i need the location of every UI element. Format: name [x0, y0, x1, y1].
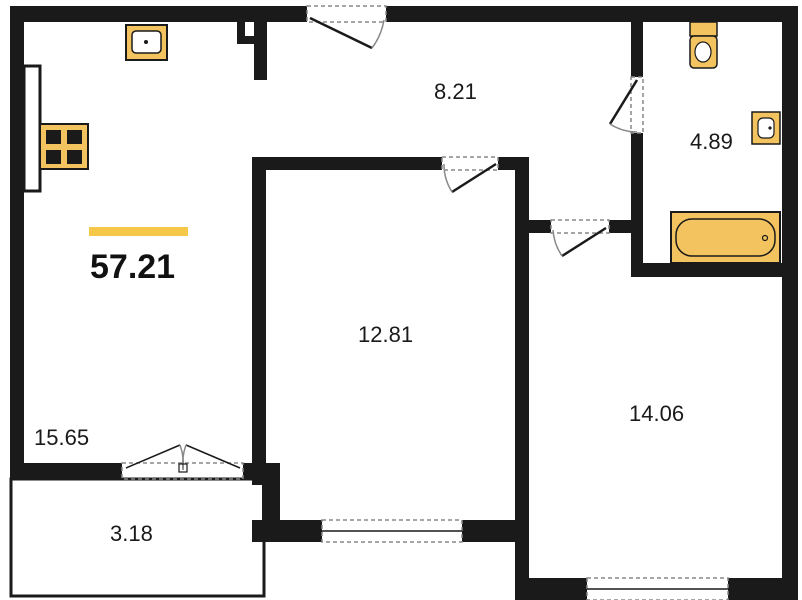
bath-door-arc [609, 123, 638, 133]
wall-top-left [10, 6, 307, 22]
wall-living-bottom-left [10, 463, 122, 479]
wall-entry-stub [254, 22, 267, 80]
total-area-accent-bar [89, 227, 188, 236]
entrance-door-frame [306, 5, 387, 23]
wall-corridor-right [609, 220, 643, 233]
room-area-balcony: 3.18 [110, 521, 153, 546]
wall-right-bottom-left [515, 578, 587, 600]
wall-corridor-left [515, 220, 551, 233]
balcony-door-handle [178, 463, 188, 473]
room-area-living-kitchen: 15.65 [34, 425, 89, 450]
bathroom-sink-icon [751, 111, 781, 145]
wall-mid-right [515, 157, 529, 600]
entrance-door-leaf [309, 16, 373, 50]
kitchen-sink-icon [125, 24, 168, 61]
wall-entry-hook-bottom [237, 36, 259, 44]
room-area-bedroom-middle: 12.81 [358, 322, 413, 347]
doors [121, 5, 729, 600]
wall-entry-hook [237, 22, 245, 44]
balcony-outline [9, 477, 266, 598]
wall-left-upper [10, 6, 24, 468]
wall-right-bottom-right [728, 578, 798, 600]
right-door-frame [550, 219, 610, 234]
wall-mid-top-left [252, 157, 442, 170]
wall-bath-left-top [631, 22, 643, 77]
wall-window-left [22, 64, 42, 193]
room-area-hallway: 8.21 [434, 79, 477, 104]
wall-mid-lower [262, 479, 280, 542]
wall-bath-left-bottom [631, 133, 643, 275]
total-area-label: 57.21 [90, 248, 175, 286]
balcony-frame [9, 477, 266, 598]
wall-right [782, 6, 798, 600]
wall-mid-left [252, 157, 266, 485]
bathtub-icon [670, 211, 781, 264]
right-door-arc [552, 229, 563, 257]
wall-mid-bottom-right [462, 520, 528, 542]
bath-door-leaf [608, 79, 639, 125]
wall-living-bottom-right [243, 463, 280, 479]
balcony-door-leaf-left [125, 444, 181, 469]
mid-door-arc [443, 163, 453, 193]
wall-top-right [386, 6, 798, 22]
walls [10, 6, 798, 600]
mid-door-leaf [451, 162, 497, 194]
entrance-door-arc [371, 19, 385, 49]
balcony-door-frame [121, 462, 244, 480]
wall-bath-bottom [631, 263, 782, 277]
balcony-door-arc-right [181, 444, 187, 471]
room-area-bedroom-right: 14.06 [629, 401, 684, 426]
room-area-bathroom: 4.89 [690, 129, 733, 154]
balcony-door-leaf-right [185, 444, 241, 469]
right-door-leaf [561, 226, 607, 258]
mid-door-frame [441, 156, 499, 171]
bath-door-frame [630, 76, 644, 134]
toilet-icon [689, 21, 718, 69]
stove-icon [39, 123, 89, 170]
